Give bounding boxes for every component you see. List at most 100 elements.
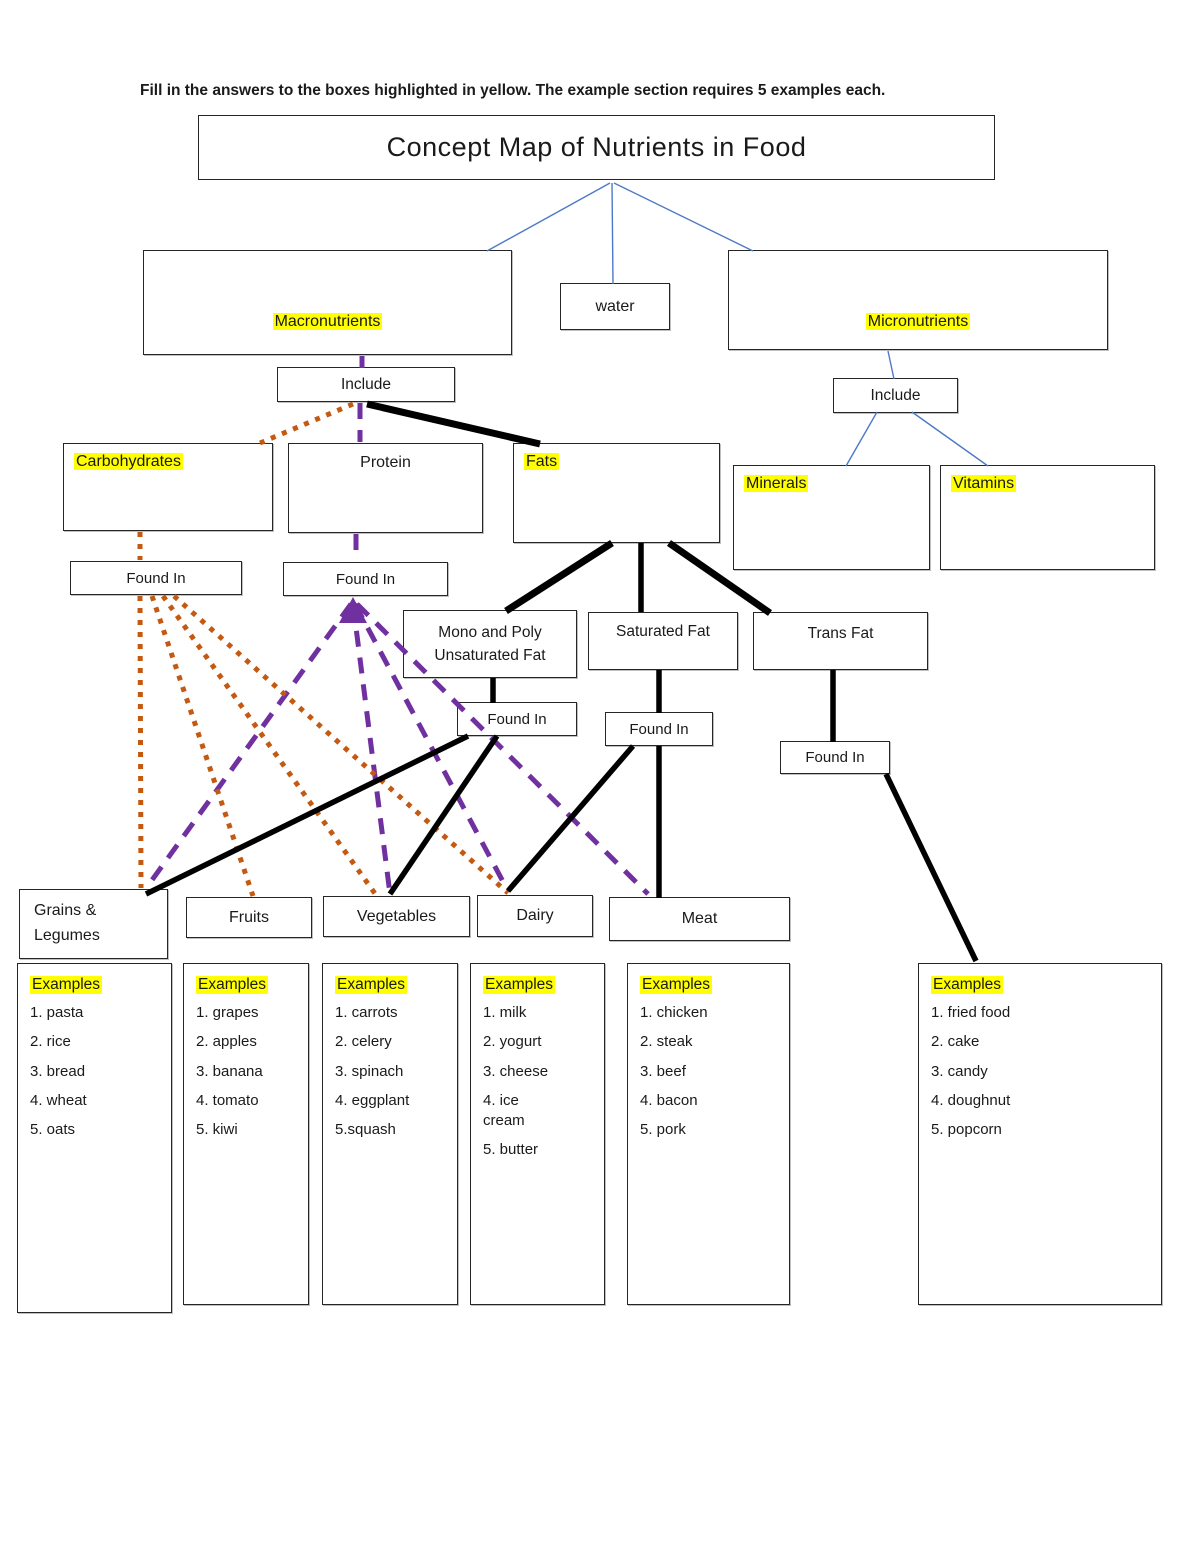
example-item: 2. cake [931, 1033, 980, 1051]
fats-label: Fats [524, 453, 560, 470]
node-found-in-protein: Found In [283, 562, 448, 596]
examples-title: Examples [196, 976, 269, 994]
edge-protein-vegetables [350, 603, 393, 895]
node-found-in-carbohydrates: Found In [70, 561, 242, 595]
example-item: 3. banana [196, 1062, 263, 1080]
examples-title: Examples [640, 976, 713, 994]
example-item: 3. beef [640, 1062, 686, 1080]
example-item: 4. ice cream [483, 1091, 525, 1129]
found-in-label: Found In [126, 569, 186, 587]
examples-title: Examples [483, 976, 556, 994]
example-item: 4. doughnut [931, 1091, 1011, 1109]
edge-title-water [611, 182, 614, 285]
example-item: 4. eggplant [335, 1091, 410, 1109]
edge-micronutrients-include [887, 350, 895, 380]
node-saturated-fat: Saturated Fat [588, 612, 738, 670]
example-item: 4. bacon [640, 1091, 698, 1109]
edge-protein-grains [144, 602, 354, 889]
example-item: 4. wheat [30, 1091, 87, 1109]
example-item: 1. carrots [335, 1004, 398, 1021]
node-meat: Meat [609, 897, 790, 941]
example-item: 2. apples [196, 1033, 257, 1051]
examples-trans-fat: Examples 1. fried food 2. cake 3. candy … [918, 963, 1162, 1305]
protein-label: Protein [360, 454, 411, 471]
title-box: Concept Map of Nutrients in Food [198, 115, 995, 180]
example-item: 3. spinach [335, 1062, 404, 1080]
instruction-text: Fill in the answers to the boxes highlig… [140, 82, 886, 99]
minerals-label: Minerals [744, 475, 809, 492]
edge-carb-grains [137, 595, 144, 889]
example-item: 5.squash [335, 1121, 396, 1138]
node-found-in-trans: Found In [780, 741, 890, 774]
macronutrients-label: Macronutrients [272, 313, 383, 330]
node-found-in-mono-poly: Found In [457, 702, 577, 736]
example-item: 1. milk [483, 1004, 527, 1021]
include-micro-label: Include [870, 386, 921, 404]
fruits-label: Fruits [229, 908, 269, 926]
edge-carb-vegetables [160, 594, 379, 897]
example-item: 3. cheese [483, 1062, 549, 1080]
node-water: water [560, 283, 670, 330]
node-carbohydrates: Carbohydrates [63, 443, 273, 531]
example-item: 2. celery [335, 1033, 392, 1051]
page-title: Concept Map of Nutrients in Food [386, 132, 807, 162]
example-item: 1. fried food [931, 1004, 1011, 1021]
example-item: 5. kiwi [196, 1121, 238, 1138]
node-minerals: Minerals [733, 465, 930, 570]
example-item: 2. rice [30, 1033, 71, 1051]
example-item: 1. grapes [196, 1004, 259, 1021]
node-vitamins: Vitamins [940, 465, 1155, 570]
edge-fats-monopoly [504, 540, 614, 614]
example-item: 2. yogurt [483, 1033, 542, 1051]
meat-label: Meat [681, 910, 718, 927]
found-in-label: Found In [335, 570, 396, 588]
dairy-label: Dairy [516, 907, 554, 924]
node-vegetables: Vegetables [323, 896, 470, 937]
trans-fat-label: Trans Fat [807, 625, 874, 642]
found-in-label: Found In [487, 710, 547, 728]
example-item: 1. pasta [30, 1004, 84, 1021]
edge-carb-fruits [149, 595, 256, 897]
example-item: 3. candy [931, 1062, 988, 1080]
grains-legumes-label: Grains & Legumes [34, 902, 100, 944]
examples-title: Examples [335, 976, 408, 994]
edge-include-minerals [845, 411, 878, 467]
node-dairy: Dairy [477, 895, 593, 937]
found-in-label: Found In [629, 720, 689, 738]
node-macronutrients: Macronutrients [143, 250, 512, 355]
example-item: 2. steak [640, 1033, 693, 1051]
carbohydrates-label: Carbohydrates [74, 453, 183, 470]
node-fruits: Fruits [186, 897, 312, 938]
edge-title-macronutrients [486, 182, 611, 252]
example-item: 5. popcorn [931, 1121, 1002, 1138]
node-include-macro: Include [277, 367, 455, 402]
edge-include-vitamins [911, 411, 989, 467]
node-trans-fat: Trans Fat [753, 612, 928, 670]
protein-foundin-arrowhead [339, 597, 367, 623]
include-macro-label: Include [341, 375, 391, 393]
node-micronutrients: Micronutrients [728, 250, 1108, 350]
saturated-fat-label: Saturated Fat [616, 623, 710, 640]
examples-meat: Examples 1. chicken 2. steak 3. beef 4. … [627, 963, 790, 1305]
examples-grains-legumes: Examples 1. pasta 2. rice 3. bread 4. wh… [17, 963, 172, 1313]
examples-title: Examples [30, 976, 103, 994]
example-item: 1. chicken [640, 1004, 708, 1021]
example-item: 5. oats [30, 1121, 76, 1138]
edge-monopoly-grains [144, 733, 470, 897]
node-include-micro: Include [833, 378, 958, 413]
node-grains-legumes: Grains & Legumes [19, 889, 168, 959]
water-label: water [595, 297, 635, 315]
edge-title-micronutrients [613, 182, 754, 252]
examples-dairy: Examples 1. milk 2. yogurt 3. cheese 4. … [470, 963, 605, 1305]
example-item: 5. butter [483, 1141, 539, 1159]
examples-vegetables: Examples 1. carrots 2. celery 3. spinach… [322, 963, 458, 1305]
edge-saturated-dairy [505, 744, 636, 893]
found-in-label: Found In [805, 749, 865, 766]
examples-fruits: Examples 1. grapes 2. apples 3. banana 4… [183, 963, 309, 1305]
example-item: 5. pork [640, 1121, 686, 1138]
mono-poly-label: Mono and Poly Unsaturated Fat [434, 623, 546, 664]
node-fats: Fats [513, 443, 720, 543]
node-found-in-saturated: Found In [605, 712, 713, 746]
